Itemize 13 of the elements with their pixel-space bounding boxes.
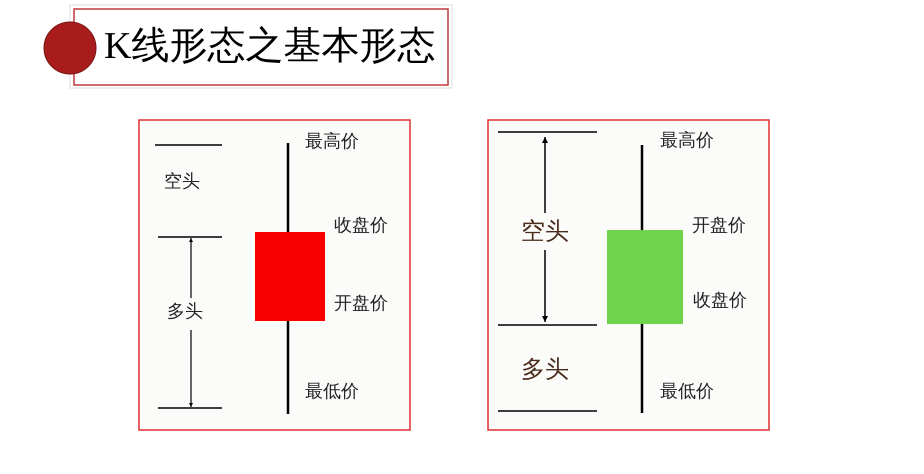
price-label: 最高价 [305,133,359,151]
side-label: 空头 [164,173,200,191]
title: K线形态之基本形态 [104,27,436,65]
price-label: 开盘价 [692,217,746,235]
side-label: 多头 [521,357,569,381]
price-label: 收盘价 [693,292,747,310]
side-label: 空头 [521,219,569,243]
price-label: 最低价 [305,383,359,401]
price-label: 开盘价 [334,295,388,313]
price-label: 收盘价 [334,217,388,235]
price-label: 最低价 [660,383,714,401]
price-label: 最高价 [660,132,714,150]
side-label: 多头 [167,303,203,321]
